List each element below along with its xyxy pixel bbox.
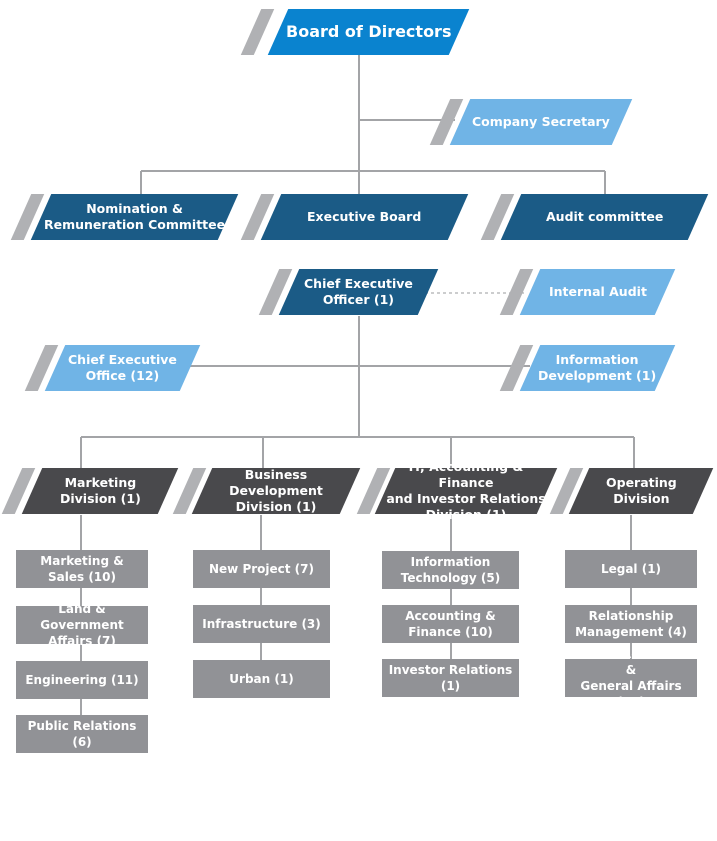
unit-accounting-finance[interactable]: Accounting & Finance (10) [382, 605, 519, 643]
nomination-committee-box: Nomination & Remuneration Committee [30, 194, 239, 240]
audit-committee-box: Audit committee [500, 194, 709, 240]
audit-committee-node[interactable]: Audit committee [480, 194, 709, 240]
unit-marketing-sales[interactable]: Marketing & Sales (10) [16, 550, 148, 588]
information-development-box: Information Development (1) [519, 345, 676, 391]
board-of-directors-node[interactable]: Board of Directors [240, 9, 470, 55]
unit-human-resources[interactable]: Human Resources & General Affairs (23) [565, 647, 697, 709]
unit-public-relations[interactable]: Public Relations (6) [16, 715, 148, 753]
unit-investor-relations[interactable]: Investor Relations (1) [382, 659, 519, 697]
company-secretary-label: Company Secretary [472, 114, 610, 129]
division-marketing-box: Marketing Division (1) [21, 468, 179, 514]
information-development-label: Information Development (1) [538, 352, 657, 383]
internal-audit-label: Internal Audit [548, 284, 647, 299]
unit-legal[interactable]: Legal (1) [565, 550, 697, 588]
ceo-node[interactable]: Chief Executive Officer (1) [258, 269, 439, 315]
unit-land-government-affairs[interactable]: Land & Government Affairs (7) [16, 602, 148, 648]
ceo-office-label: Chief Executive Office (12) [68, 352, 177, 383]
unit-relationship-management[interactable]: Relationship Management (4) [565, 605, 697, 643]
division-operating-box: Operating Division [568, 468, 714, 514]
division-marketing-label: Marketing Division (1) [59, 475, 141, 506]
division-business-development-label: Business Development Division (1) [229, 467, 323, 514]
unit-information-technology[interactable]: Information Technology (5) [382, 551, 519, 589]
executive-board-node[interactable]: Executive Board [240, 194, 469, 240]
nomination-committee-label: Nomination & Remuneration Committee [43, 201, 226, 232]
internal-audit-node[interactable]: Internal Audit [499, 269, 676, 315]
division-business-development-node[interactable]: Business Development Division (1) [172, 467, 361, 514]
board-label: Board of Directors [285, 22, 452, 41]
unit-urban[interactable]: Urban (1) [193, 660, 330, 698]
division-operating-label: Operating Division [605, 475, 677, 506]
ceo-box: Chief Executive Officer (1) [278, 269, 439, 315]
company-secretary-node[interactable]: Company Secretary [429, 99, 633, 145]
ceo-office-node[interactable]: Chief Executive Office (12) [24, 345, 201, 391]
executive-board-box: Executive Board [260, 194, 469, 240]
unit-infrastructure[interactable]: Infrastructure (3) [193, 605, 330, 643]
division-it-finance-node[interactable]: IT, Accounting & Finance and Investor Re… [356, 459, 558, 522]
internal-audit-box: Internal Audit [519, 269, 676, 315]
ceo-office-box: Chief Executive Office (12) [44, 345, 201, 391]
company-secretary-box: Company Secretary [449, 99, 633, 145]
division-marketing-node[interactable]: Marketing Division (1) [1, 468, 179, 514]
division-operating-node[interactable]: Operating Division [549, 468, 714, 514]
audit-committee-label: Audit committee [545, 209, 664, 224]
division-it-finance-box: IT, Accounting & Finance and Investor Re… [374, 459, 558, 522]
executive-board-label: Executive Board [307, 209, 422, 224]
board-box: Board of Directors [267, 9, 470, 55]
unit-new-project[interactable]: New Project (7) [193, 550, 330, 588]
ceo-label: Chief Executive Officer (1) [304, 276, 413, 307]
division-business-development-box: Business Development Division (1) [191, 467, 361, 514]
unit-engineering[interactable]: Engineering (11) [16, 661, 148, 699]
nomination-committee-node[interactable]: Nomination & Remuneration Committee [10, 194, 239, 240]
division-it-finance-label: IT, Accounting & Finance and Investor Re… [386, 459, 546, 522]
information-development-node[interactable]: Information Development (1) [499, 345, 676, 391]
